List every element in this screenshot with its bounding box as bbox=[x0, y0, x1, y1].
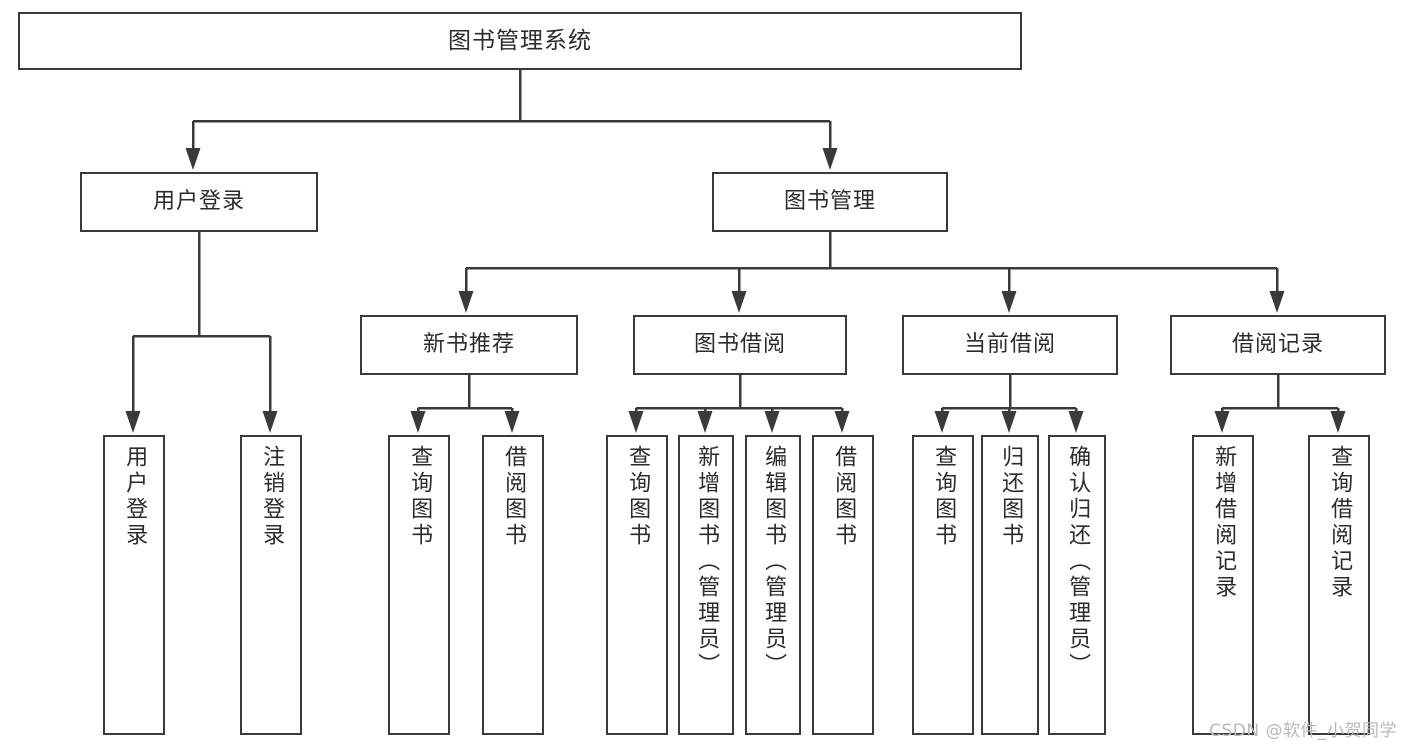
node-leaf-query-book-2-label: 查询图书 bbox=[625, 445, 651, 549]
node-leaf-query-record-label: 查询借阅记录 bbox=[1327, 445, 1353, 601]
node-book-management-label: 图书管理 bbox=[783, 189, 876, 215]
node-leaf-return-book-label: 归还图书 bbox=[998, 445, 1024, 549]
node-root-label: 图书管理系统 bbox=[448, 27, 592, 54]
node-leaf-add-record-label: 新增借阅记录 bbox=[1211, 445, 1237, 601]
node-user-login-label: 用户登录 bbox=[152, 189, 245, 215]
node-leaf-return-book[interactable]: 归还图书 bbox=[981, 435, 1039, 735]
node-leaf-query-book-2[interactable]: 查询图书 bbox=[606, 435, 668, 735]
watermark: CSDN @软件_小贺同学 bbox=[1209, 721, 1397, 741]
node-leaf-query-book-3[interactable]: 查询图书 bbox=[912, 435, 974, 735]
node-book-management[interactable]: 图书管理 bbox=[712, 172, 948, 232]
node-new-book-recommend-label: 新书推荐 bbox=[422, 332, 515, 358]
node-leaf-edit-book[interactable]: 编辑图书（管理员） bbox=[745, 435, 801, 735]
node-leaf-edit-book-label: 编辑图书（管理员） bbox=[761, 445, 787, 679]
node-leaf-borrow-book-2-label: 借阅图书 bbox=[831, 445, 857, 549]
node-current-borrow[interactable]: 当前借阅 bbox=[902, 315, 1118, 375]
node-new-book-recommend[interactable]: 新书推荐 bbox=[360, 315, 578, 375]
node-leaf-confirm-return-label: 确认归还（管理员） bbox=[1065, 445, 1091, 679]
node-leaf-query-book-1-label: 查询图书 bbox=[407, 445, 433, 549]
node-user-login[interactable]: 用户登录 bbox=[80, 172, 318, 232]
node-borrow-record[interactable]: 借阅记录 bbox=[1170, 315, 1386, 375]
node-leaf-user-login[interactable]: 用户登录 bbox=[103, 435, 165, 735]
node-leaf-add-book-label: 新增图书（管理员） bbox=[694, 445, 720, 679]
node-book-borrow[interactable]: 图书借阅 bbox=[633, 315, 847, 375]
node-leaf-query-record[interactable]: 查询借阅记录 bbox=[1308, 435, 1370, 735]
node-leaf-add-record[interactable]: 新增借阅记录 bbox=[1192, 435, 1254, 735]
node-leaf-logout-label: 注销登录 bbox=[259, 445, 285, 549]
node-root[interactable]: 图书管理系统 bbox=[18, 12, 1022, 70]
node-book-borrow-label: 图书借阅 bbox=[693, 332, 786, 358]
node-leaf-add-book[interactable]: 新增图书（管理员） bbox=[678, 435, 734, 735]
node-borrow-record-label: 借阅记录 bbox=[1231, 332, 1324, 358]
node-leaf-query-book-1[interactable]: 查询图书 bbox=[388, 435, 450, 735]
node-leaf-confirm-return[interactable]: 确认归还（管理员） bbox=[1048, 435, 1106, 735]
node-leaf-borrow-book-1-label: 借阅图书 bbox=[501, 445, 527, 549]
node-leaf-query-book-3-label: 查询图书 bbox=[931, 445, 957, 549]
node-leaf-borrow-book-2[interactable]: 借阅图书 bbox=[812, 435, 874, 735]
node-current-borrow-label: 当前借阅 bbox=[963, 332, 1056, 358]
node-leaf-borrow-book-1[interactable]: 借阅图书 bbox=[482, 435, 544, 735]
node-leaf-user-login-label: 用户登录 bbox=[122, 445, 148, 549]
node-leaf-logout[interactable]: 注销登录 bbox=[240, 435, 302, 735]
